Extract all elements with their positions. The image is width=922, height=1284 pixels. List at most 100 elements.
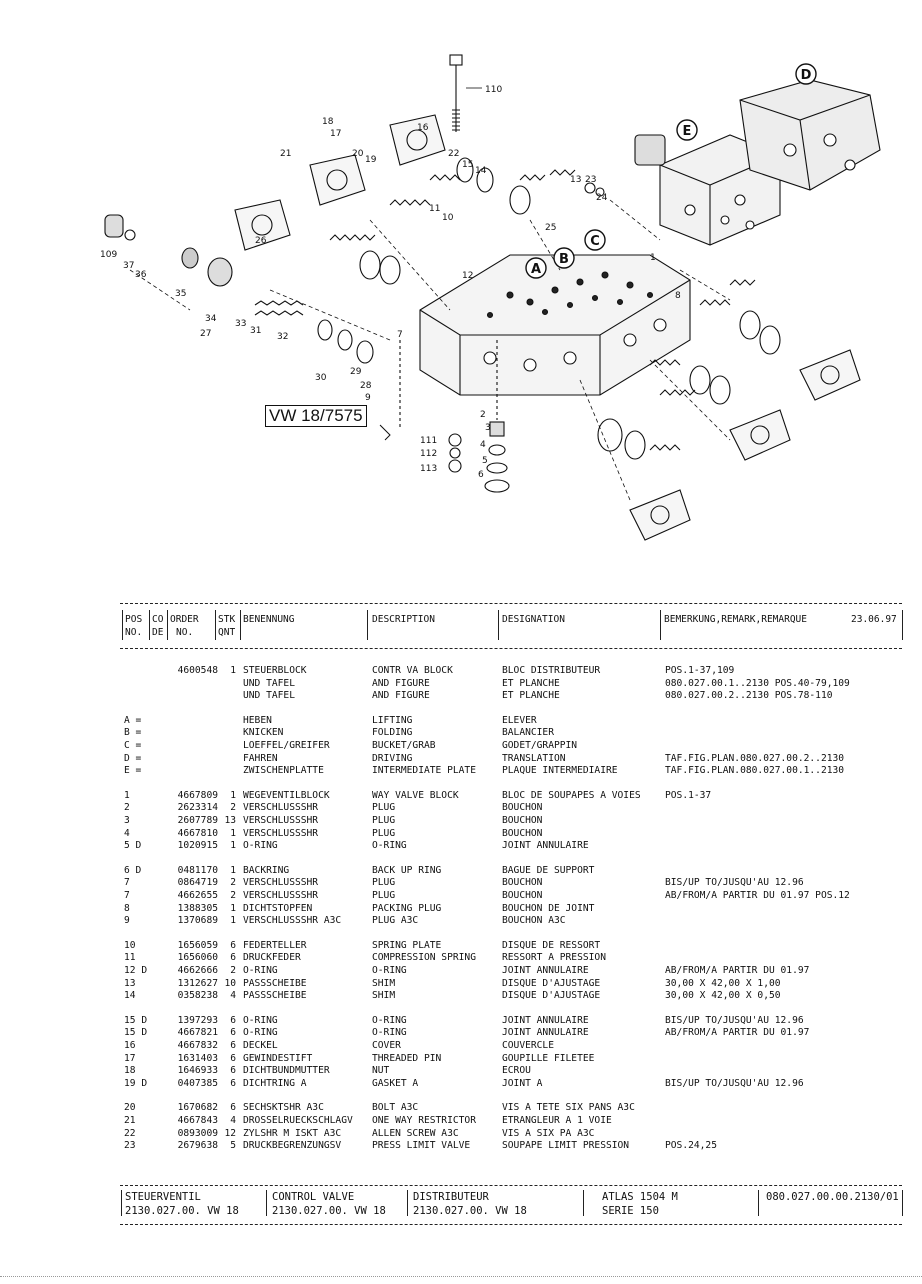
row-designation: BOUCHON DE JOINT <box>502 902 595 914</box>
row-remark: AB/FROM/A PARTIR DU 01.97 POS.12 <box>665 890 850 901</box>
part-callout-21: 21 <box>280 149 291 159</box>
row-pos: 15 D <box>124 1014 148 1026</box>
row-pos: D = <box>124 752 142 764</box>
footer-document-number: 080.027.00.00.2130/01 <box>766 1191 899 1203</box>
col-divider <box>122 610 123 640</box>
row-quantity: 4 <box>230 1115 236 1126</box>
row-remark: POS.1-37 <box>665 789 712 801</box>
row-quantity: 6 <box>230 1052 236 1064</box>
page-bottom-rule <box>0 1276 922 1277</box>
row-description: SHIM <box>372 977 396 989</box>
row-benennung: KNICKEN <box>243 727 284 739</box>
part-callout-14: 14 <box>475 166 487 176</box>
footer-serie: SERIE 150 <box>602 1205 659 1217</box>
part-callout-31: 31 <box>250 326 261 336</box>
exploded-view-svg: A B C D E 110181716202122151413232425111… <box>100 54 881 541</box>
row-quantity: 6 <box>230 1102 236 1114</box>
row-quantity: 1 <box>230 840 236 852</box>
part-callout-7: 7 <box>397 330 403 340</box>
row-designation: JOINT ANNULAIRE <box>502 1027 589 1039</box>
row-benennung: HEBEN <box>243 714 272 726</box>
part-callout-113: 113 <box>420 464 437 474</box>
row-order-number: 1370689 <box>177 915 218 927</box>
row-designation: ECROU <box>502 1065 531 1077</box>
row-order-number: 1656059 <box>177 939 218 951</box>
row-remark: 30,00 X 42,00 X 1,00 <box>665 977 781 989</box>
row-pos: 3 <box>124 815 130 826</box>
row-description: COVER <box>372 1040 401 1051</box>
row-pos: 17 <box>124 1052 136 1064</box>
header-co: CO <box>152 614 164 625</box>
header-co-de: DE <box>152 627 164 638</box>
footer-divider <box>902 1190 903 1216</box>
part-callout-36: 36 <box>135 270 147 280</box>
part-callout-29: 29 <box>350 367 362 377</box>
row-pos: E = <box>124 765 142 777</box>
row-benennung: PASSSCHEIBE <box>243 977 307 989</box>
col-divider <box>240 610 241 640</box>
row-description: BACK UP RING <box>372 864 442 876</box>
row-pos: 22 <box>124 1127 136 1139</box>
row-designation: BALANCIER <box>502 727 554 739</box>
row-description: PLUG <box>372 827 396 839</box>
part-callout-111: 111 <box>420 436 437 446</box>
row-pos: 4 <box>124 827 130 839</box>
row-order-number: 4667809 <box>177 789 218 801</box>
part-callout-30: 30 <box>315 373 327 383</box>
part-callout-1: 1 <box>650 253 656 263</box>
row-designation: GODET/GRAPPIN <box>502 740 578 751</box>
row-order-number: 1388305 <box>177 902 218 914</box>
header-top-rule <box>120 603 902 604</box>
part-callout-35: 35 <box>175 289 186 299</box>
row-remark: POS.1-37,109 <box>665 665 735 676</box>
part-callout-17: 17 <box>330 129 341 139</box>
row-order-number: 2623314 <box>177 802 218 814</box>
row-description: ONE WAY RESTRICTOR <box>372 1115 476 1126</box>
row-pos: 14 <box>124 990 136 1002</box>
row-order-number: 0407385 <box>177 1077 218 1089</box>
row-pos: 16 <box>124 1040 136 1051</box>
row-quantity: 1 <box>230 827 236 839</box>
row-order-number: 1312627 <box>177 977 218 989</box>
row-pos: 12 D <box>124 965 148 976</box>
footer-divider <box>121 1190 122 1216</box>
row-designation: BOUCHON <box>502 877 543 889</box>
part-callout-27: 27 <box>200 329 211 339</box>
row-pos: 19 D <box>124 1077 148 1089</box>
row-designation: VIS A SIX PA A3C <box>502 1127 595 1139</box>
part-callout-4: 4 <box>480 440 486 450</box>
row-order-number: 1656060 <box>177 952 218 964</box>
row-benennung: VERSCHLUSSSHR <box>243 827 319 839</box>
part-callout-18: 18 <box>322 117 334 127</box>
row-pos: A = <box>124 714 142 726</box>
row-pos: 20 <box>124 1102 136 1114</box>
row-designation: BOUCHON <box>502 815 543 826</box>
col-divider <box>660 610 661 640</box>
row-pos: C = <box>124 740 142 751</box>
row-benennung: O-RING <box>243 840 278 852</box>
footer-en-code: 2130.027.00. VW 18 <box>272 1205 386 1217</box>
row-remark: AB/FROM/A PARTIR DU 01.97 <box>665 1027 810 1039</box>
row-order-number: 1631403 <box>177 1052 218 1064</box>
header-pos: POS <box>125 614 143 625</box>
footer-top-rule <box>120 1185 902 1186</box>
part-callout-26: 26 <box>255 236 267 246</box>
row-description: ALLEN SCREW A3C <box>372 1127 459 1139</box>
part-callout-19: 19 <box>365 155 377 165</box>
row-designation: BAGUE DE SUPPORT <box>502 864 595 876</box>
